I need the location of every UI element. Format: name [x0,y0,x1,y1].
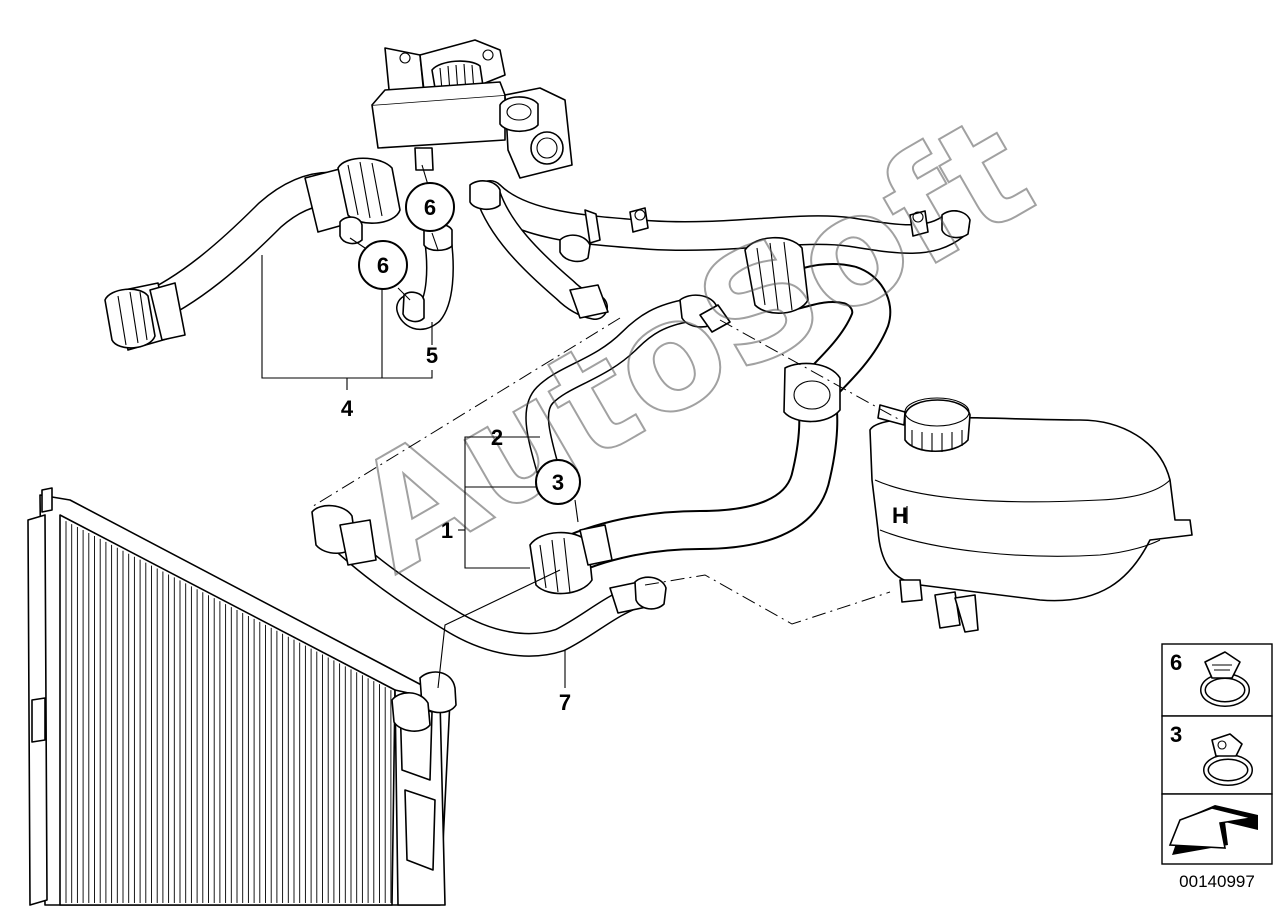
callout-2: 2 [491,425,503,450]
radiator [27,487,457,906]
leader-lines [261,164,579,689]
hose-2 [525,294,731,482]
callout-3: 3 [552,470,564,495]
expansion-tank: H [869,397,1193,633]
hose-clamp-icon [1203,733,1253,786]
egr-cooler [371,39,573,179]
top-coolant-pipe [469,180,971,320]
hose-7 [311,504,667,657]
legend-panel: 6 3 00140997 [1161,643,1273,891]
callouts: 6 6 3 5 4 2 1 7 [341,182,581,715]
callout-circle-3 [535,459,581,505]
callout-6b: 6 [377,253,389,278]
legend-label-3: 3 [1170,722,1182,747]
callout-6a: 6 [424,195,436,220]
tank-marking: H [892,503,908,528]
hose-5 [396,222,454,331]
dashed-connections [309,317,901,625]
callout-circle-6b [358,240,408,290]
callout-5: 5 [426,343,438,368]
hose-4 [104,157,401,351]
hose-clamp-icon [1200,651,1250,707]
callout-circle-6a [405,182,455,232]
diagram-code: 00140997 [1179,872,1255,891]
hose-1 [529,236,892,595]
legend-label-6: 6 [1170,650,1182,675]
callout-1: 1 [441,518,453,543]
callout-4: 4 [341,396,354,421]
arrow-left-down-icon [1168,805,1258,855]
callout-7: 7 [559,690,571,715]
